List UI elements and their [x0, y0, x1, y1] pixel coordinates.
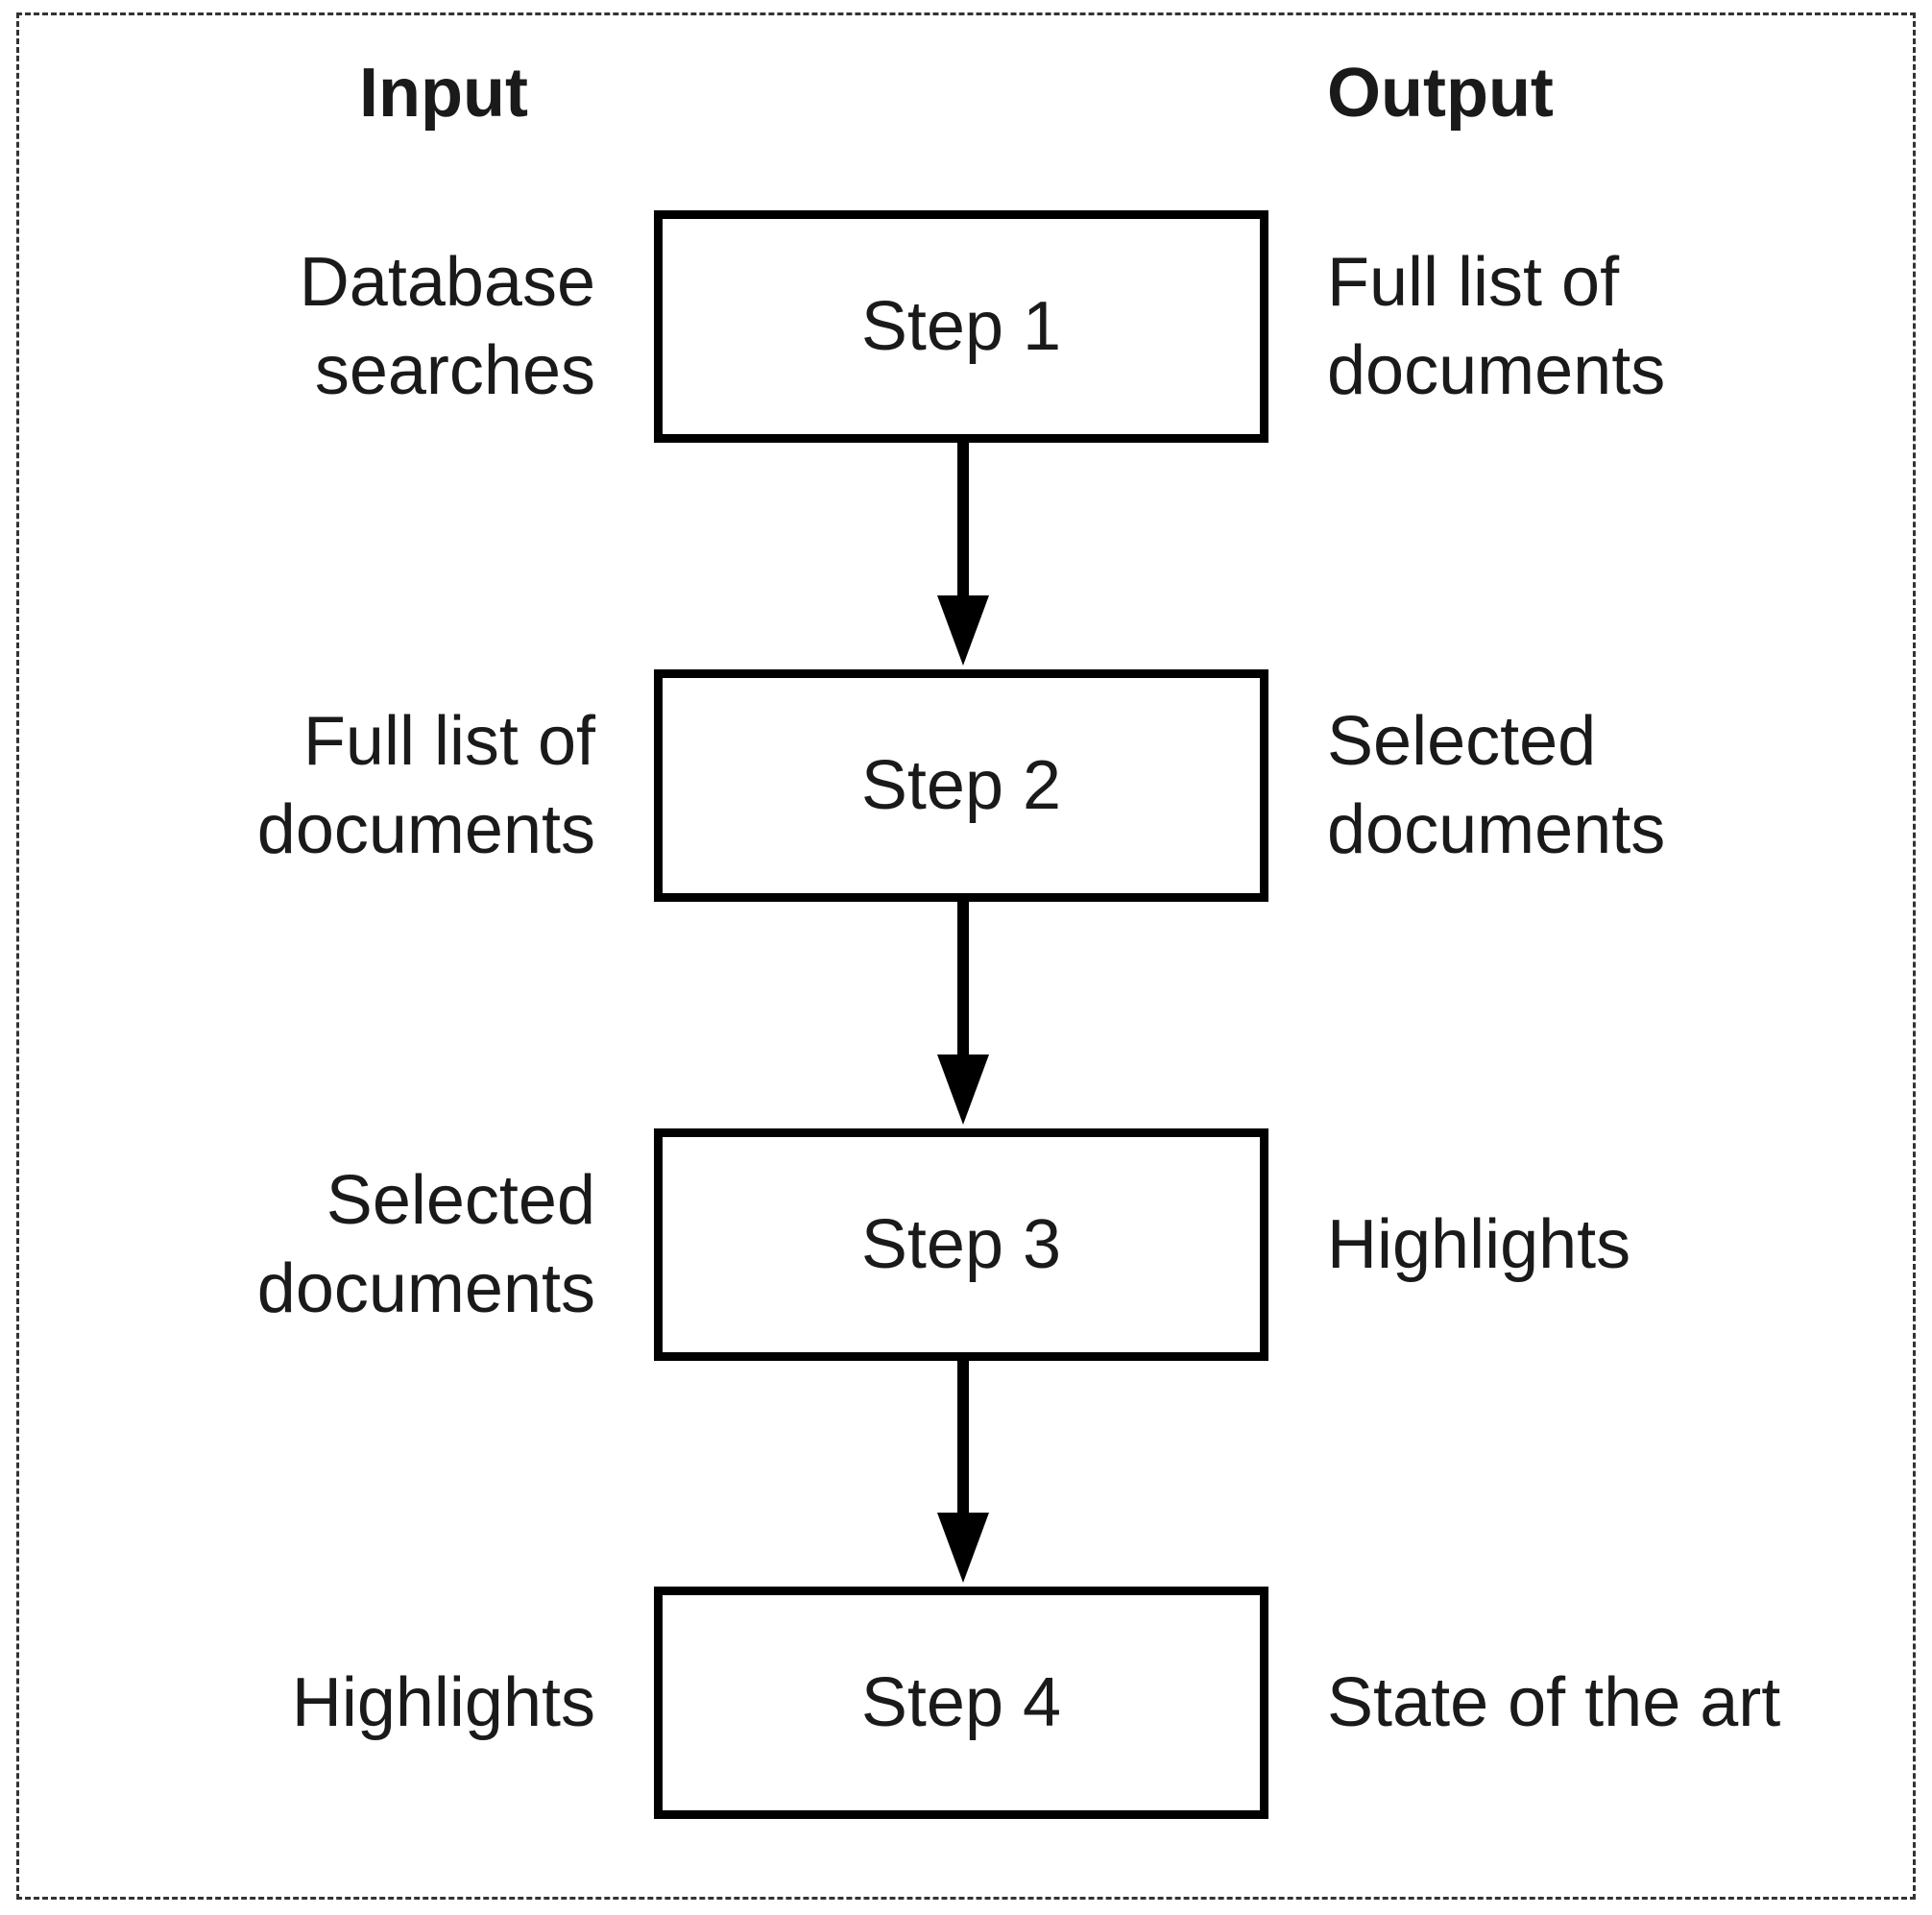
step-2-input-line-2: documents	[256, 791, 595, 868]
step-4-input-line-1: Highlights	[291, 1664, 595, 1741]
step-1-output: Full list of documents	[1327, 210, 1903, 443]
step-1-label: Step 1	[860, 288, 1062, 365]
step-1-input-line-2: searches	[314, 332, 595, 409]
step-2-label: Step 2	[860, 747, 1062, 824]
step-1-input: Database searches	[144, 210, 595, 443]
step-2-output: Selected documents	[1327, 669, 1903, 902]
step-4-output: State of the art	[1327, 1587, 1903, 1819]
step-4-box: Step 4	[654, 1587, 1268, 1819]
step-1-output-line-2: documents	[1327, 332, 1666, 409]
step-2-box: Step 2	[654, 669, 1268, 902]
step-3-box: Step 3	[654, 1128, 1268, 1361]
step-4-input: Highlights	[144, 1587, 595, 1819]
step-3-label: Step 3	[860, 1206, 1062, 1283]
step-2-output-line-2: documents	[1327, 791, 1666, 868]
step-1-box: Step 1	[654, 210, 1268, 443]
step-3-input: Selected documents	[144, 1128, 595, 1361]
output-column-header: Output	[1327, 55, 1554, 132]
step-4-output-line-1: State of the art	[1327, 1664, 1781, 1741]
diagram-frame	[16, 12, 1916, 1900]
step-4-label: Step 4	[860, 1664, 1062, 1741]
step-2-input: Full list of documents	[144, 669, 595, 902]
step-3-output: Highlights	[1327, 1128, 1903, 1361]
step-2-input-line-1: Full list of	[302, 703, 595, 780]
step-3-input-line-1: Selected	[326, 1162, 595, 1239]
step-2-output-line-1: Selected	[1327, 703, 1597, 780]
input-column-header: Input	[359, 55, 528, 132]
step-3-output-line-1: Highlights	[1327, 1206, 1631, 1283]
step-1-output-line-1: Full list of	[1327, 244, 1620, 321]
step-3-input-line-2: documents	[256, 1250, 595, 1327]
step-1-input-line-1: Database	[299, 244, 595, 321]
